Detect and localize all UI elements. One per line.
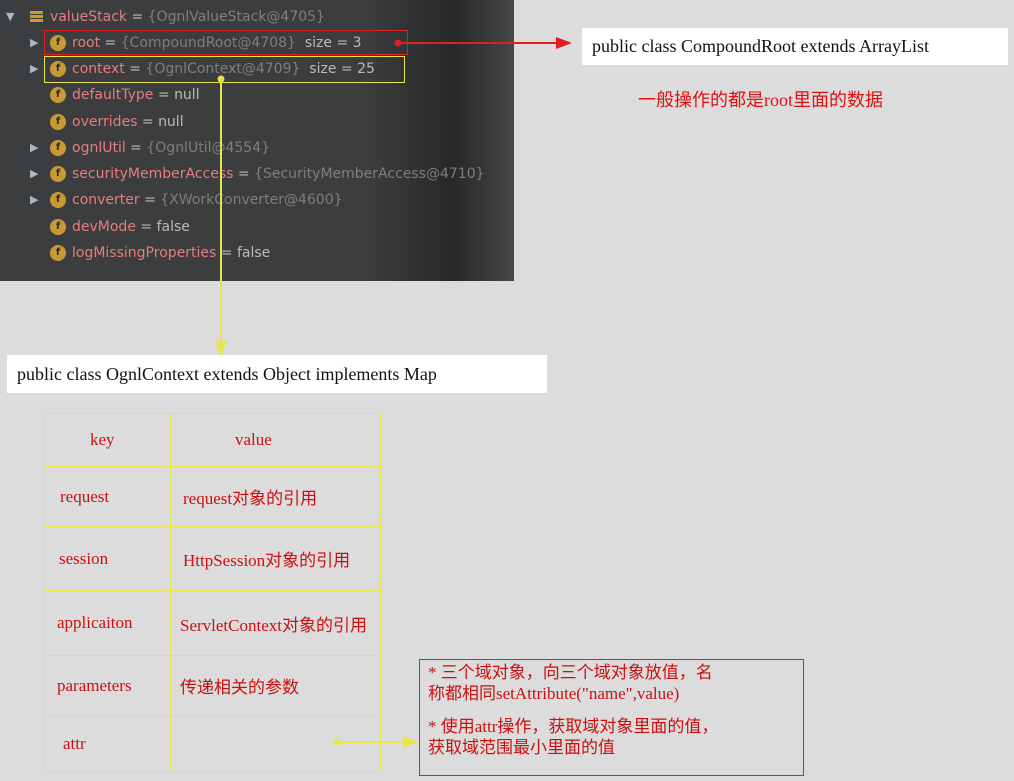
attr-note-line: 获取域范围最小里面的值	[428, 738, 615, 757]
header-key: key	[43, 413, 171, 467]
row-key: session	[43, 526, 171, 591]
context-map-table: key value request request对象的引用 session H…	[43, 413, 381, 772]
field-icon: f	[50, 114, 66, 130]
attr-note-box: * 三个域对象，向三个域对象放值，名 称都相同setAttribute("nam…	[419, 659, 804, 776]
expand-right-icon[interactable]: ▶	[30, 141, 39, 154]
field-icon: f	[50, 140, 66, 156]
field-icon: f	[50, 61, 66, 77]
row-value: HttpSession对象的引用	[170, 526, 381, 591]
table-row: applicaiton ServletContext对象的引用	[43, 590, 381, 656]
table-row: request request对象的引用	[43, 466, 381, 527]
red-arrow-head	[556, 37, 572, 49]
field-icon: f	[50, 35, 66, 51]
field-icon: f	[50, 245, 66, 261]
table-row: attr	[43, 715, 381, 772]
field-icon: f	[50, 192, 66, 208]
stack-icon	[30, 11, 43, 23]
row-key: parameters	[43, 655, 171, 716]
row-value: ServletContext对象的引用	[170, 590, 381, 656]
row-key: attr	[43, 715, 171, 772]
node-ref: {OgnlValueStack@4705}	[147, 9, 325, 25]
table-row: session HttpSession对象的引用	[43, 526, 381, 591]
row-value: request对象的引用	[170, 466, 381, 527]
row-value: 传递相关的参数	[170, 655, 381, 716]
ognlcontext-class-label: public class OgnlContext extends Object …	[7, 355, 547, 393]
context-highlight-box	[44, 56, 405, 83]
table-header-row: key value	[43, 413, 381, 467]
root-note: 一般操作的都是root里面的数据	[638, 90, 883, 110]
field-icon: f	[50, 166, 66, 182]
table-row: parameters 传递相关的参数	[43, 655, 381, 716]
attr-note-line: 称都相同setAttribute("name",value)	[428, 684, 680, 703]
expand-right-icon[interactable]: ▶	[30, 193, 39, 206]
header-value: value	[170, 413, 381, 467]
debugger-variables-panel: ▼ valueStack = {OgnlValueStack@4705} ▶ f…	[0, 0, 514, 281]
node-name: valueStack	[50, 9, 127, 25]
expand-right-icon[interactable]: ▶	[30, 36, 39, 49]
attr-arrow-head	[403, 736, 419, 748]
expand-right-icon[interactable]: ▶	[30, 167, 39, 180]
yellow-arrow-head	[215, 341, 227, 357]
expand-down-icon[interactable]: ▼	[6, 10, 15, 23]
attr-note-line: * 三个域对象，向三个域对象放值，名	[428, 663, 713, 682]
panel-shading	[364, 0, 514, 281]
expand-right-icon[interactable]: ▶	[30, 62, 39, 75]
field-icon: f	[50, 87, 66, 103]
row-key: request	[43, 466, 171, 527]
compoundroot-class-label: public class CompoundRoot extends ArrayL…	[582, 28, 1008, 65]
field-icon: f	[50, 219, 66, 235]
row-key: applicaiton	[43, 590, 171, 656]
attr-note-line: * 使用attr操作，获取域对象里面的值，	[428, 717, 719, 736]
row-value	[170, 715, 381, 772]
